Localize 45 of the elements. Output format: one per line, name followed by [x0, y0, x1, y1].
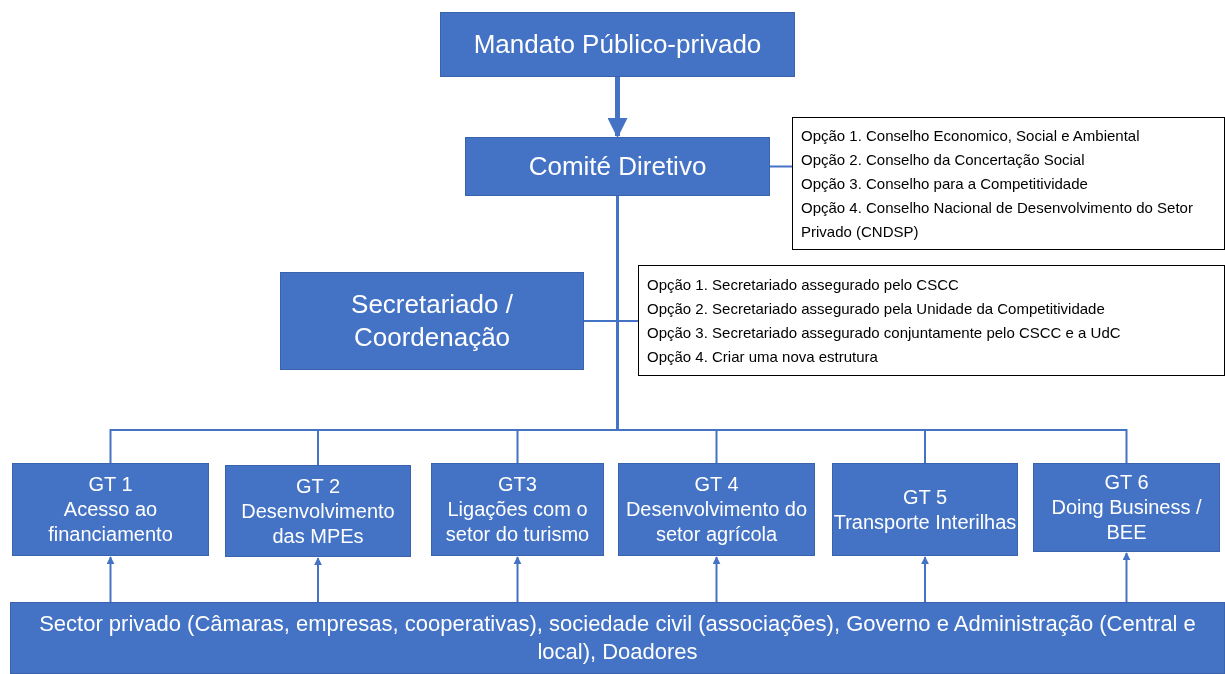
process-box	[431, 463, 604, 556]
arrow	[607, 77, 628, 138]
process-box	[280, 272, 584, 370]
box-label: Comité Diretivo	[527, 150, 708, 183]
box-heading: GT 5	[901, 484, 949, 510]
option-text: Opção 1. Conselho Economico, Social e Ambiental	[801, 125, 1141, 146]
box-text: Doing Business / BEE	[1050, 495, 1203, 545]
option-text: Opção 2. Conselho da Concertação Social	[801, 149, 1086, 170]
arrow	[1122, 552, 1131, 603]
arrow	[921, 556, 929, 603]
process-box	[618, 463, 815, 556]
note-box	[792, 117, 1225, 250]
option-text: Opção 2. Secretariado assegurado pela Unidade da Competitividade	[647, 298, 1106, 319]
box-heading: GT 6	[1103, 470, 1150, 495]
process-box	[440, 12, 795, 77]
option-text: Opção 4. Conselho Nacional de Desenvolvimento do Setor Privado (CNDSP)	[801, 197, 1194, 242]
connector-line	[769, 165, 793, 168]
arrow	[513, 556, 522, 603]
arrow	[712, 556, 721, 603]
box-heading: GT 4	[693, 472, 740, 497]
process-box	[1033, 463, 1220, 552]
arrow	[314, 557, 322, 603]
process-box	[832, 463, 1018, 556]
option-text: Opção 4. Criar uma nova estrutura	[647, 346, 879, 367]
box-label: Sector privado (Câmaras, empresas, cooperativas), sociedade civil (associações), Governo e Administração (Central e local), Doadores	[38, 610, 1197, 666]
box-text: Transporte Interilhas	[833, 509, 1017, 535]
connector-line	[583, 320, 639, 322]
process-box	[10, 602, 1225, 674]
option-text: Opção 3. Secretariado assegurado conjuntamente pelo CSCC e a UdC	[647, 322, 1122, 343]
box-text: Desenvolvimento do setor agrícola	[624, 497, 809, 547]
note-box	[638, 265, 1225, 376]
box-label: Mandato Público-privado	[472, 28, 763, 61]
option-text: Opção 3. Conselho para a Competitividade	[801, 173, 1089, 194]
box-text: Ligações com o setor do turismo	[444, 497, 591, 547]
box-heading: GT3	[497, 472, 538, 497]
box-label: Secretariado / Coordenação	[350, 288, 514, 354]
box-heading: GT 1	[87, 472, 134, 497]
box-text: Desenvolvimento das MPEs	[240, 498, 396, 549]
box-heading: GT 2	[294, 473, 342, 499]
arrow	[106, 556, 115, 603]
box-text: Acesso ao financiamento	[47, 497, 174, 547]
option-text: Opção 1. Secretariado assegurado pelo CSCC	[647, 274, 960, 295]
process-box	[465, 137, 770, 196]
process-box	[12, 463, 209, 556]
process-box	[225, 465, 411, 557]
